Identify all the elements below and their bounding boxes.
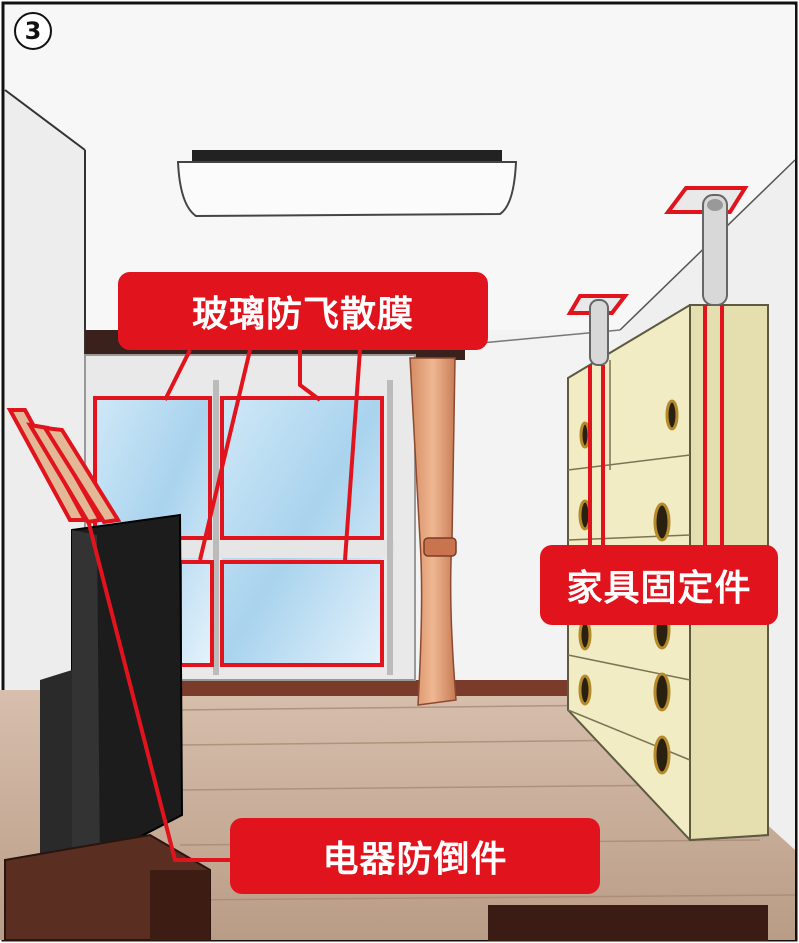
appliance-anti-tip-label: 电器防倒件 <box>230 818 600 894</box>
ceiling-light <box>176 150 518 218</box>
glass-film-label: 玻璃防飞散膜 <box>118 272 488 350</box>
left-wall <box>5 90 85 760</box>
tv-stand <box>4 833 211 941</box>
panel-number-badge: 3 <box>14 12 52 50</box>
curtain <box>409 357 457 706</box>
furniture-fixture-label: 家具固定件 <box>540 545 778 625</box>
rug <box>488 905 768 941</box>
tv-strap-icon <box>6 408 230 862</box>
baseboard <box>180 680 620 696</box>
tension-rod-icon <box>566 186 749 562</box>
